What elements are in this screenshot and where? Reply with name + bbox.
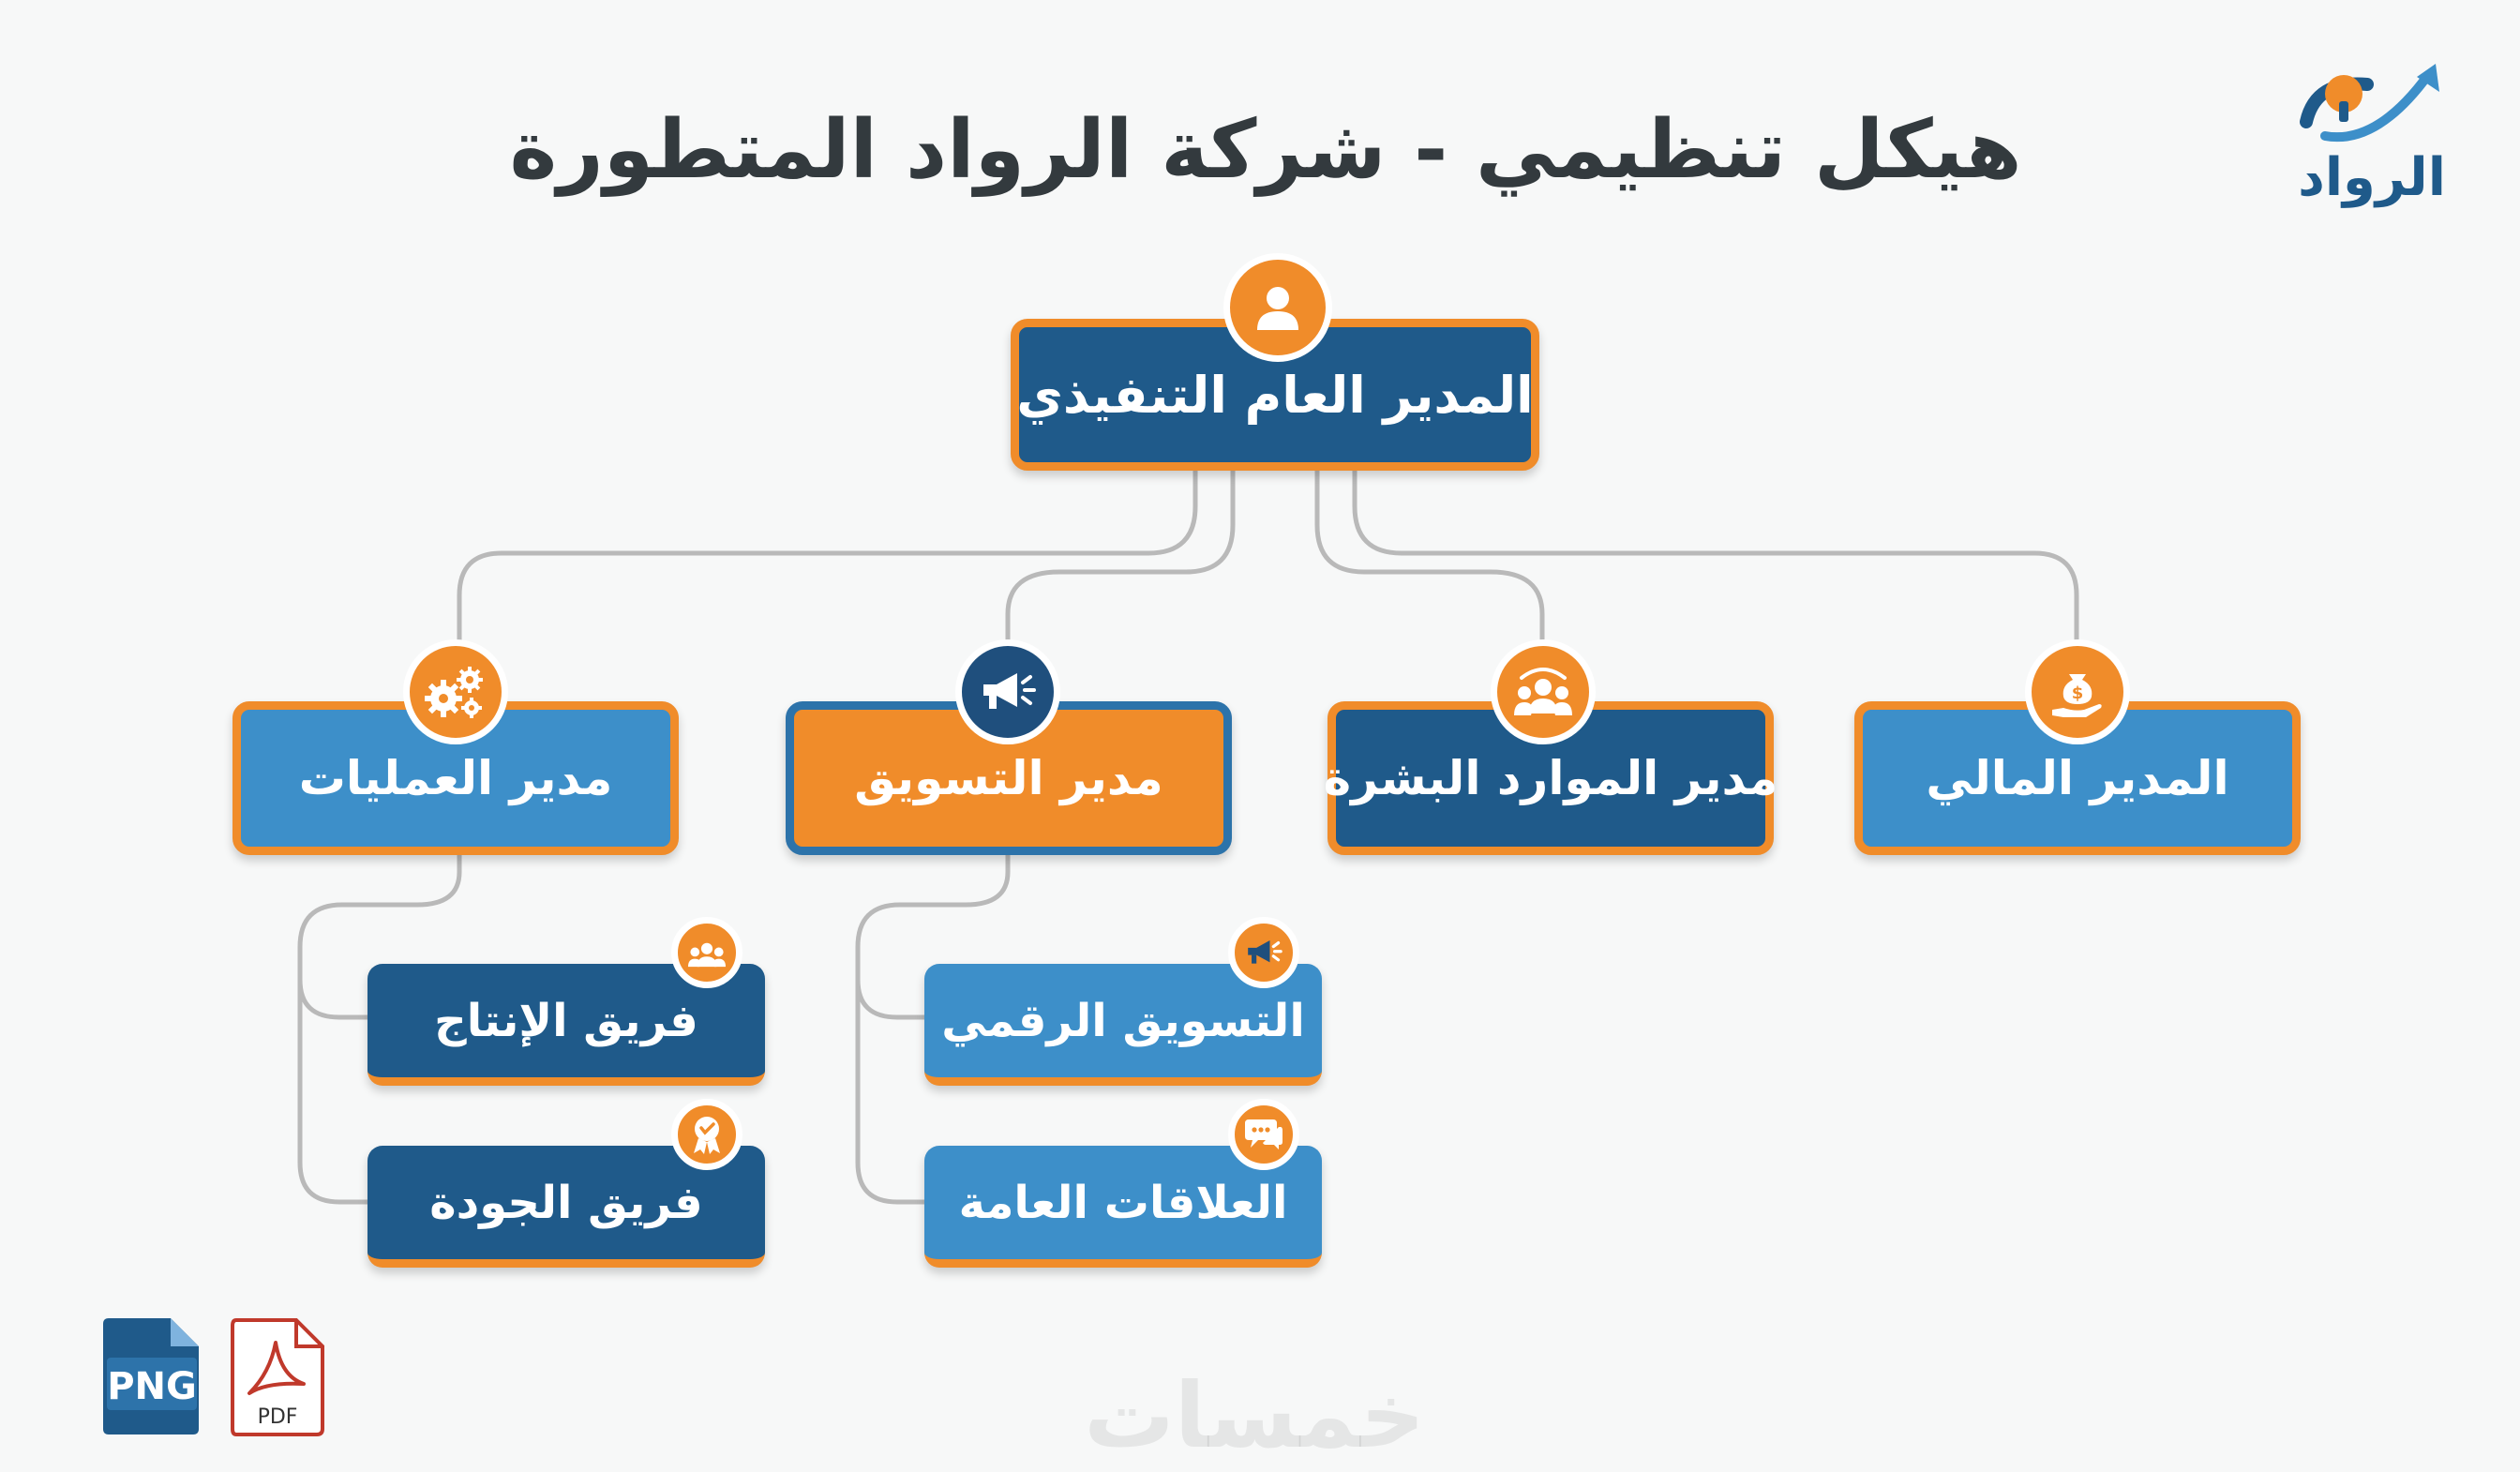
chat-bubbles-icon: [1245, 1119, 1282, 1149]
money-hand-icon: $: [2052, 674, 2102, 717]
logo-text: الرواد: [2298, 147, 2446, 208]
marketing-badge: [955, 639, 1060, 744]
connector-marketing-pr: [855, 977, 933, 1205]
pdf-download[interactable]: PDF: [229, 1316, 328, 1438]
quality-badge: [671, 1099, 742, 1170]
ceo-accent-bar: [1132, 462, 1432, 471]
company-logo: الرواد: [2288, 56, 2456, 216]
manager-box-operations[interactable]: مدير العمليات: [232, 701, 679, 855]
gears-icon: [425, 667, 483, 718]
png-file-label: PNG: [107, 1365, 197, 1408]
connector-ceo-marketing: [1005, 466, 1236, 704]
team-icon: [1514, 668, 1572, 715]
operations-badge: [403, 639, 508, 744]
digital-marketing-badge: [1228, 917, 1299, 988]
manager-box-marketing[interactable]: مدير التسويق: [786, 701, 1232, 855]
ceo-badge: [1223, 253, 1332, 362]
team-label-production: فريق الإنتاج: [434, 994, 698, 1047]
page-title: هيكل تنظيمي - شركة الرواد المتطورة: [509, 103, 2022, 197]
megaphone-icon: [983, 673, 1036, 709]
connector-ceo-operations: [457, 466, 1198, 704]
team-label-public-relations: العلاقات العامة: [958, 1176, 1288, 1229]
growth-arrow-logo-icon: [2300, 64, 2439, 143]
pdf-file-label: PDF: [258, 1405, 298, 1429]
finance-badge: $: [2025, 639, 2130, 744]
svg-text:$: $: [2072, 683, 2084, 703]
hr-badge: [1491, 639, 1596, 744]
quality-medal-icon: [694, 1117, 720, 1154]
connector-operations-quality: [297, 977, 376, 1205]
team-box-digital-marketing[interactable]: التسويق الرقمي: [924, 964, 1322, 1086]
connector-ceo-finance: [1352, 466, 2079, 704]
manager-label-hr: مدير الموارد البشرة: [1323, 751, 1778, 805]
team-box-production[interactable]: فريق الإنتاج: [368, 964, 765, 1086]
person-icon: [1257, 287, 1298, 330]
production-badge: [671, 917, 742, 988]
team-label-quality: فريق الجودة: [429, 1176, 703, 1229]
png-download[interactable]: PNG: [98, 1314, 206, 1438]
connector-marketing-digital: [855, 852, 1011, 1020]
manager-label-marketing: مدير التسويق: [854, 751, 1163, 805]
megaphone-icon: [1248, 940, 1282, 964]
public-relations-badge: [1228, 1099, 1299, 1170]
connector-ceo-hr: [1314, 466, 1545, 704]
watermark: خمسات: [1084, 1363, 1425, 1468]
connector-operations-production: [297, 852, 462, 1020]
team-box-quality[interactable]: فريق الجودة: [368, 1146, 765, 1268]
manager-label-operations: مدير العمليات: [298, 751, 613, 805]
pdf-file-icon: PDF: [231, 1318, 324, 1436]
ceo-label: المدير العام التنفيذي: [1016, 365, 1534, 425]
team-label-digital-marketing: التسويق الرقمي: [941, 994, 1305, 1047]
png-file-icon: PNG: [103, 1318, 199, 1434]
manager-label-finance: المدير المالي: [1926, 751, 2229, 805]
team-icon: [688, 942, 726, 968]
